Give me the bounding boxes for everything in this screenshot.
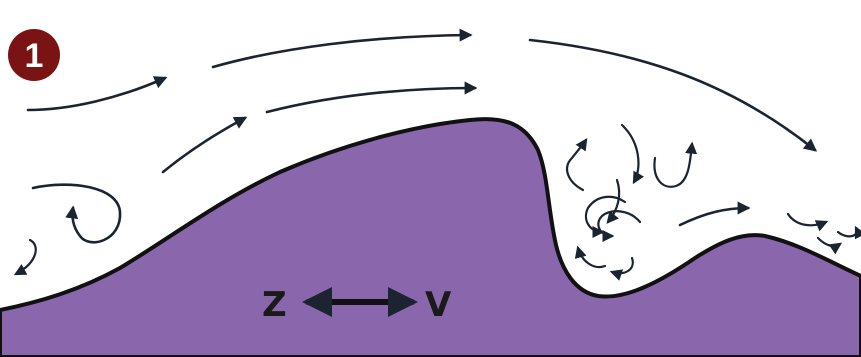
step-number: 1 [25,37,44,75]
step-badge: 1 [8,29,60,81]
direction-right-label: V [425,285,452,325]
direction-left-label: Z [262,285,287,325]
